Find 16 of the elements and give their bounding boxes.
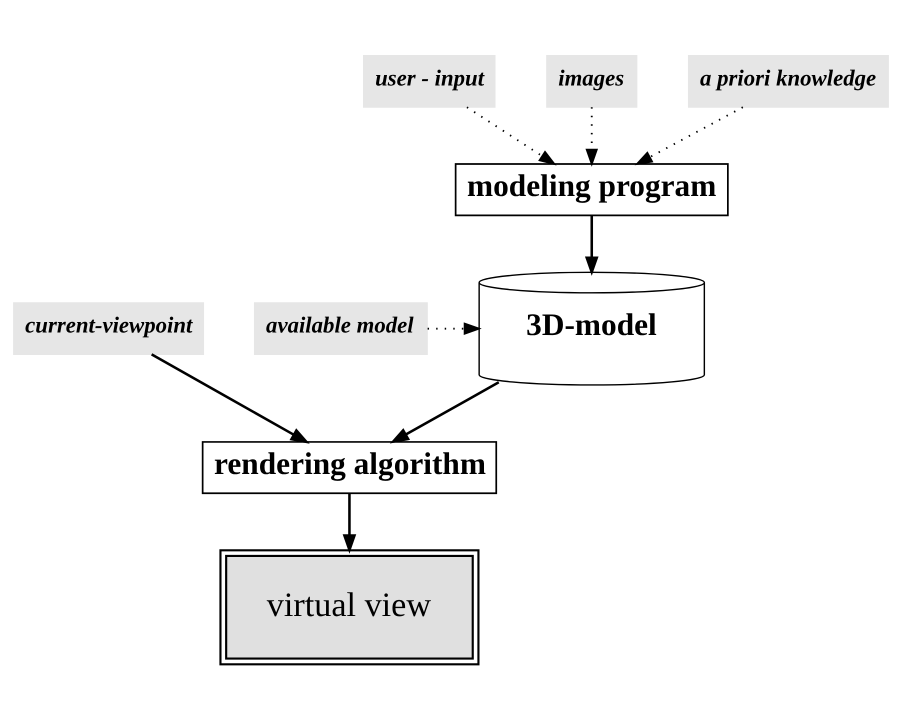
arrow bbox=[634, 106, 744, 165]
node-box: virtual view bbox=[219, 548, 480, 665]
arrow bbox=[428, 322, 482, 334]
arrow bbox=[584, 214, 599, 276]
node-box: a priori knowledge bbox=[688, 54, 889, 108]
node-box: user - input bbox=[362, 54, 496, 108]
arrow bbox=[585, 106, 598, 166]
arrow bbox=[342, 493, 356, 554]
node-box: modeling program bbox=[454, 162, 729, 216]
node-box: images bbox=[546, 54, 638, 108]
arrow bbox=[466, 106, 557, 165]
node-box: rendering algorithm bbox=[202, 440, 498, 494]
arrow bbox=[390, 380, 500, 444]
arrow bbox=[151, 352, 310, 444]
node-box: current-viewpoint bbox=[13, 302, 204, 355]
node-box: available model bbox=[254, 302, 428, 355]
